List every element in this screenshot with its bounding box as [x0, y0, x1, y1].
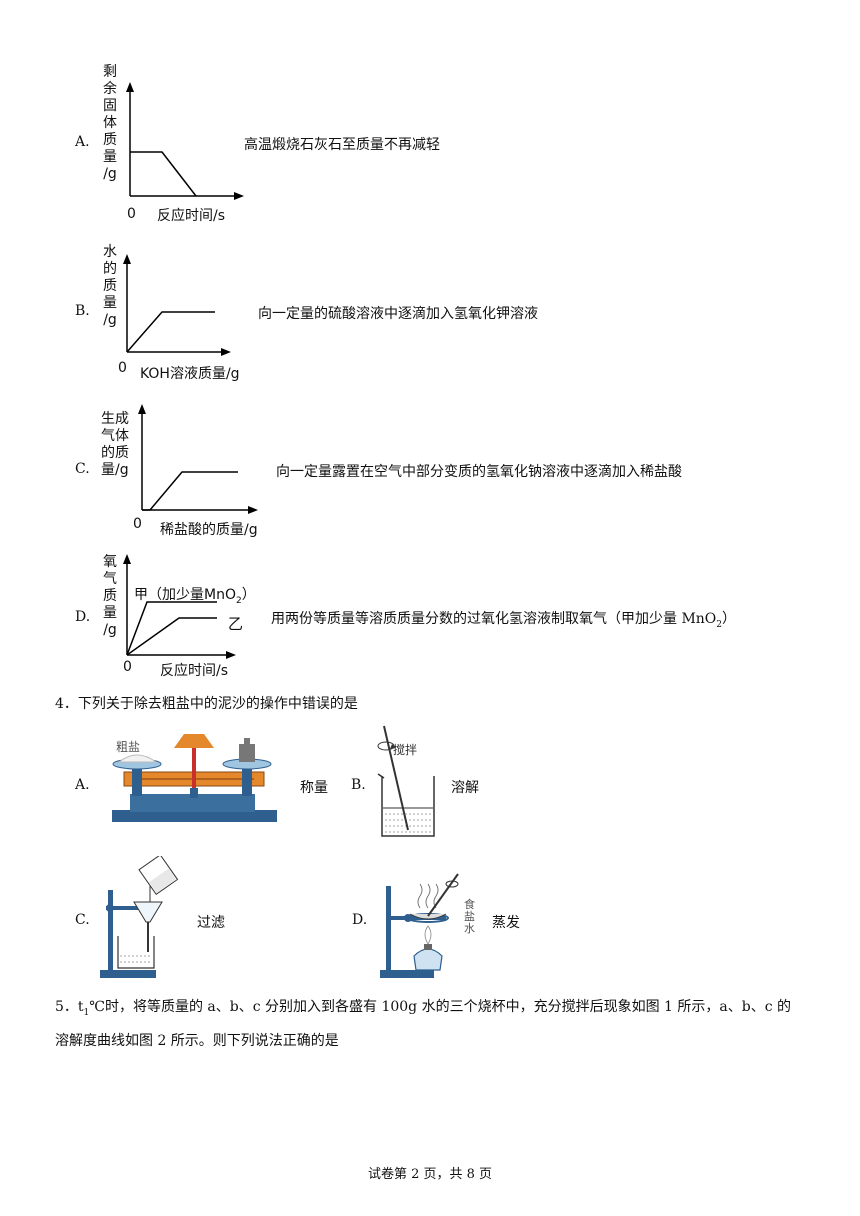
- option-a-letter: A.: [75, 134, 90, 150]
- option-c-y-label: 生成气体 的质量/g: [101, 411, 129, 478]
- crude-salt-label: 粗盐: [116, 740, 141, 754]
- beaker-stir-illustration: [377, 725, 435, 837]
- option-d-curve-yi: [126, 617, 217, 656]
- option-d-x-label: 反应时间/s: [160, 663, 229, 679]
- page-footer: 试卷第 2 页，共 8 页: [367, 1167, 493, 1182]
- option-a-curve: [130, 151, 197, 197]
- question-4-text: 4．下列关于除去粗盐中的泥沙的操作中错误的是: [55, 696, 358, 712]
- q4-option-d-label: 蒸发: [492, 915, 520, 931]
- option-d-y-label: 氧气 质量 /g: [103, 554, 117, 638]
- q4-option-a-label: 称量: [300, 780, 328, 796]
- option-d-curve-label-yi: 乙: [228, 615, 244, 633]
- option-c-x-label: 稀盐酸的质量/g: [160, 522, 258, 538]
- option-c-letter: C.: [75, 461, 90, 477]
- option-b-graph: [123, 254, 231, 356]
- option-b-description: 向一定量的硫酸溶液中逐滴加入氢氧化钾溶液: [258, 306, 538, 322]
- q4-option-b-label: 溶解: [451, 780, 479, 796]
- balance-illustration: [112, 734, 277, 822]
- option-c-curve: [142, 471, 238, 511]
- option-b-y-label: 水的 质量 /g: [103, 244, 117, 328]
- option-a-x-label: 反应时间/s: [157, 208, 226, 224]
- q4-option-c-letter: C.: [75, 912, 90, 928]
- q4-option-a-letter: A.: [75, 777, 90, 793]
- option-d-curve-label-jia: 甲（加少量MnO2）: [134, 587, 256, 606]
- option-a-y-label: 剩余 固体 质量 /g: [103, 64, 117, 182]
- q4-option-b-letter: B.: [351, 777, 366, 793]
- option-c-origin: 0: [133, 516, 142, 532]
- option-b-x-label: KOH溶液质量/g: [140, 366, 240, 382]
- option-b-origin: 0: [118, 360, 127, 376]
- option-b-curve: [126, 311, 215, 353]
- stir-label: 搅拌: [393, 743, 418, 757]
- option-d-origin: 0: [123, 659, 132, 675]
- option-c-description: 向一定量露置在空气中部分变质的氢氧化钠溶液中逐滴加入稀盐酸: [276, 464, 682, 480]
- evaporation-illustration: [380, 873, 459, 978]
- option-b-letter: B.: [75, 303, 90, 319]
- filtration-illustration: [100, 856, 179, 978]
- option-d-curve-jia: [126, 601, 217, 656]
- q4-option-c-label: 过滤: [197, 915, 225, 931]
- option-a-description: 高温煅烧石灰石至质量不再减轻: [244, 137, 440, 153]
- option-a-graph: [126, 82, 244, 200]
- option-d-description: 用两份等质量等溶质质量分数的过氧化氢溶液制取氧气（甲加少量 MnO2）: [271, 611, 737, 630]
- question-5-line-1: 5．t1℃时，将等质量的 a、b、c 分别加入到各盛有 100g 水的三个烧杯中…: [55, 999, 791, 1018]
- option-a-origin: 0: [127, 206, 136, 222]
- option-c-graph: [138, 404, 258, 514]
- question-5-line-2: 溶解度曲线如图 2 所示。则下列说法正确的是: [55, 1033, 339, 1049]
- salt-water-label: 食盐水: [464, 899, 475, 935]
- option-d-letter: D.: [75, 609, 91, 625]
- q4-option-d-letter: D.: [352, 912, 368, 928]
- option-d-graph: [123, 554, 236, 659]
